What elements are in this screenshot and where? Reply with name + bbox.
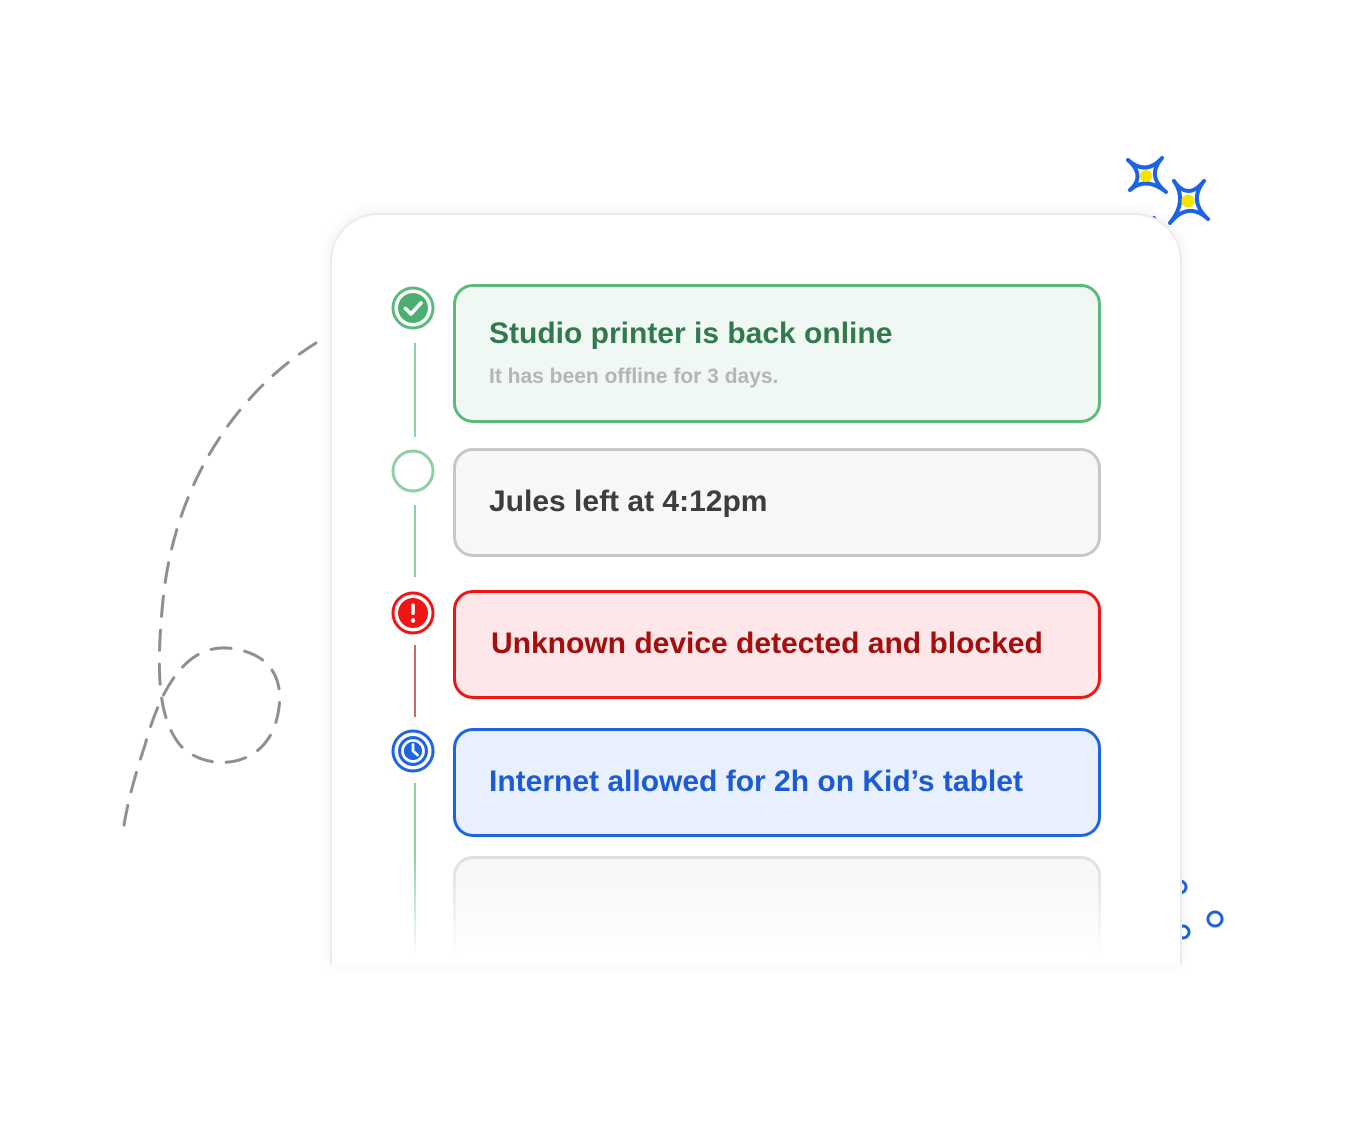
clock-circle-icon — [391, 729, 435, 773]
activity-card: Studio printer is back online It has bee… — [330, 213, 1182, 965]
dashed-loop-path — [121, 341, 318, 837]
timeline-connector — [414, 343, 416, 437]
event-title: Unknown device detected and blocked — [491, 627, 1043, 660]
event-item-internet-allowed[interactable]: Internet allowed for 2h on Kid’s tablet — [453, 728, 1101, 837]
event-title: Jules left at 4:12pm — [489, 485, 768, 518]
event-title: Studio printer is back online — [489, 317, 893, 350]
event-item-printer-online[interactable]: Studio printer is back online It has bee… — [453, 284, 1101, 423]
event-item-unknown-device[interactable]: Unknown device detected and blocked — [453, 590, 1101, 699]
empty-circle-icon — [391, 449, 435, 493]
event-subtitle: It has been offline for 3 days. — [489, 365, 779, 388]
card-bottom-fade — [332, 855, 1180, 965]
timeline-connector — [414, 505, 416, 577]
event-title: Internet allowed for 2h on Kid’s tablet — [489, 765, 1023, 798]
exclamation-circle-icon — [391, 591, 435, 635]
check-circle-icon — [391, 286, 435, 330]
timeline-connector — [414, 645, 416, 717]
event-item-jules-left[interactable]: Jules left at 4:12pm — [453, 448, 1101, 557]
